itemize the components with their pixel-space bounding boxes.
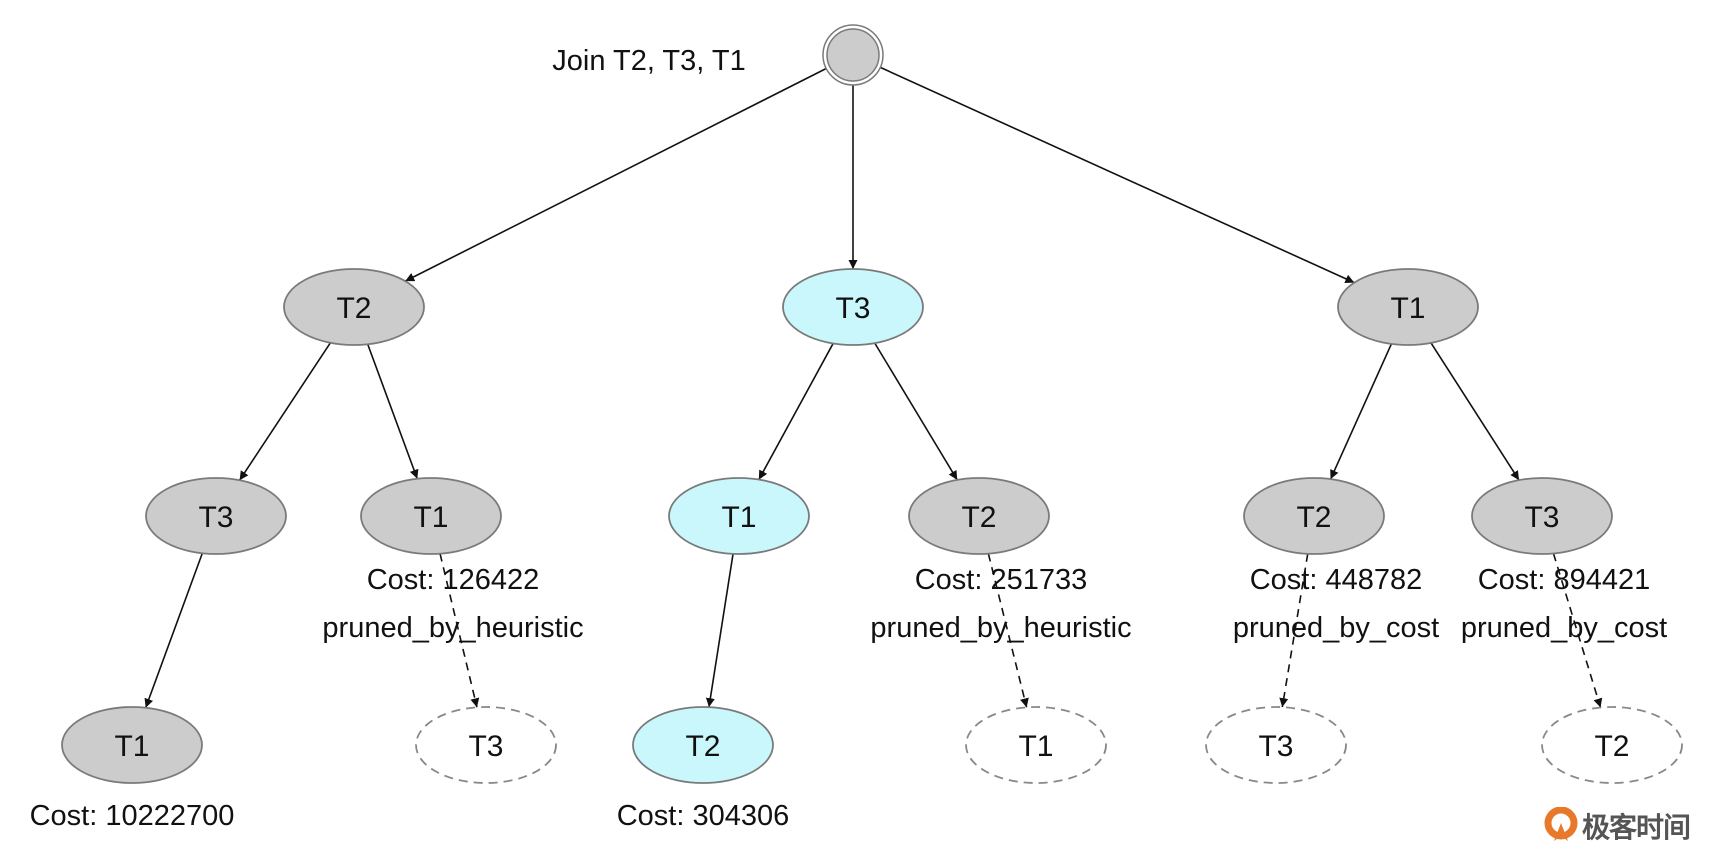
node-label: T3 <box>1524 501 1559 534</box>
edges <box>144 66 1603 709</box>
node-label: T3 <box>1258 730 1293 763</box>
root-caption: Join T2, T3, T1 <box>552 45 745 77</box>
node-shape <box>1205 706 1347 784</box>
node-shape <box>782 268 924 346</box>
node-label: T2 <box>1296 501 1331 534</box>
tree-node[interactable]: T3 <box>145 477 287 555</box>
chosen-tree-node[interactable]: T2 <box>632 706 774 784</box>
edge <box>705 553 734 708</box>
tree-node[interactable]: T1 <box>1337 268 1479 346</box>
edge <box>144 552 204 709</box>
tree-node[interactable]: T2 <box>1243 477 1385 555</box>
geektime-logo-icon <box>1544 807 1578 841</box>
node-shape <box>1471 477 1613 555</box>
node-shape <box>1541 706 1683 784</box>
cost-label: Cost: 894421 <box>1478 564 1651 596</box>
tree-node[interactable]: T1 <box>360 477 502 555</box>
pruned-status-label: pruned_by_cost <box>1233 612 1439 644</box>
node-label: T1 <box>1018 730 1053 763</box>
edge <box>874 342 958 481</box>
node-label: T2 <box>961 501 996 534</box>
node-label: T1 <box>114 730 149 763</box>
watermark: 极客时间 <box>1544 806 1691 846</box>
edge <box>366 343 419 480</box>
edge <box>1329 343 1393 480</box>
watermark-text: 极客时间 <box>1582 811 1691 844</box>
edge <box>879 66 1355 284</box>
node-label: T2 <box>336 292 371 325</box>
chosen-tree-node[interactable]: T1 <box>668 477 810 555</box>
edge <box>404 67 827 282</box>
node-label: T3 <box>468 730 503 763</box>
node-shape <box>61 706 203 784</box>
tree-node[interactable]: T3 <box>1471 477 1613 555</box>
node-label: T3 <box>198 501 233 534</box>
node-shape <box>1337 268 1479 346</box>
cost-label: Cost: 126422 <box>367 564 540 596</box>
edge <box>758 343 834 480</box>
root-node[interactable] <box>826 28 880 82</box>
node-label: T2 <box>1594 730 1629 763</box>
node-shape <box>360 477 502 555</box>
node-shape <box>965 706 1107 784</box>
pruned-edge <box>1279 553 1309 708</box>
node-shape <box>145 477 287 555</box>
pruned-status-label: pruned_by_heuristic <box>322 612 583 644</box>
node-label: T1 <box>413 501 448 534</box>
cost-label: Cost: 251733 <box>915 564 1088 596</box>
annotations: Join T2, T3, T1 Cost: 126422 pruned_by_heu… <box>30 45 1668 832</box>
pruned-tree-node[interactable]: T3 <box>1205 706 1347 784</box>
tree-node[interactable]: T1 <box>61 706 203 784</box>
tree-node[interactable]: T2 <box>908 477 1050 555</box>
pruned-edge <box>439 553 480 708</box>
pruned-status-label: pruned_by_heuristic <box>870 612 1131 644</box>
pruned-tree-node[interactable]: T2 <box>1541 706 1683 784</box>
cost-label: Cost: 10222700 <box>30 800 235 832</box>
cost-label: Cost: 304306 <box>617 800 790 832</box>
cost-label: Cost: 448782 <box>1250 564 1423 596</box>
node-shape <box>283 268 425 346</box>
node-shape <box>668 477 810 555</box>
pruned-edge <box>987 553 1029 708</box>
node-label: T1 <box>721 501 756 534</box>
node-shape <box>632 706 774 784</box>
pruned-tree-node[interactable]: T1 <box>965 706 1107 784</box>
pruned-status-label: pruned_by_cost <box>1461 612 1667 644</box>
chosen-tree-node[interactable]: T3 <box>782 268 924 346</box>
node-shape <box>908 477 1050 555</box>
edge <box>238 342 332 481</box>
node-shape <box>1243 477 1385 555</box>
node-label: T2 <box>685 730 720 763</box>
edge <box>1430 342 1520 481</box>
tree-node[interactable]: T2 <box>283 268 425 346</box>
node-label: T1 <box>1390 292 1425 325</box>
pruned-tree-node[interactable]: T3 <box>415 706 557 784</box>
node-label: T3 <box>835 292 870 325</box>
node-shape <box>415 706 557 784</box>
